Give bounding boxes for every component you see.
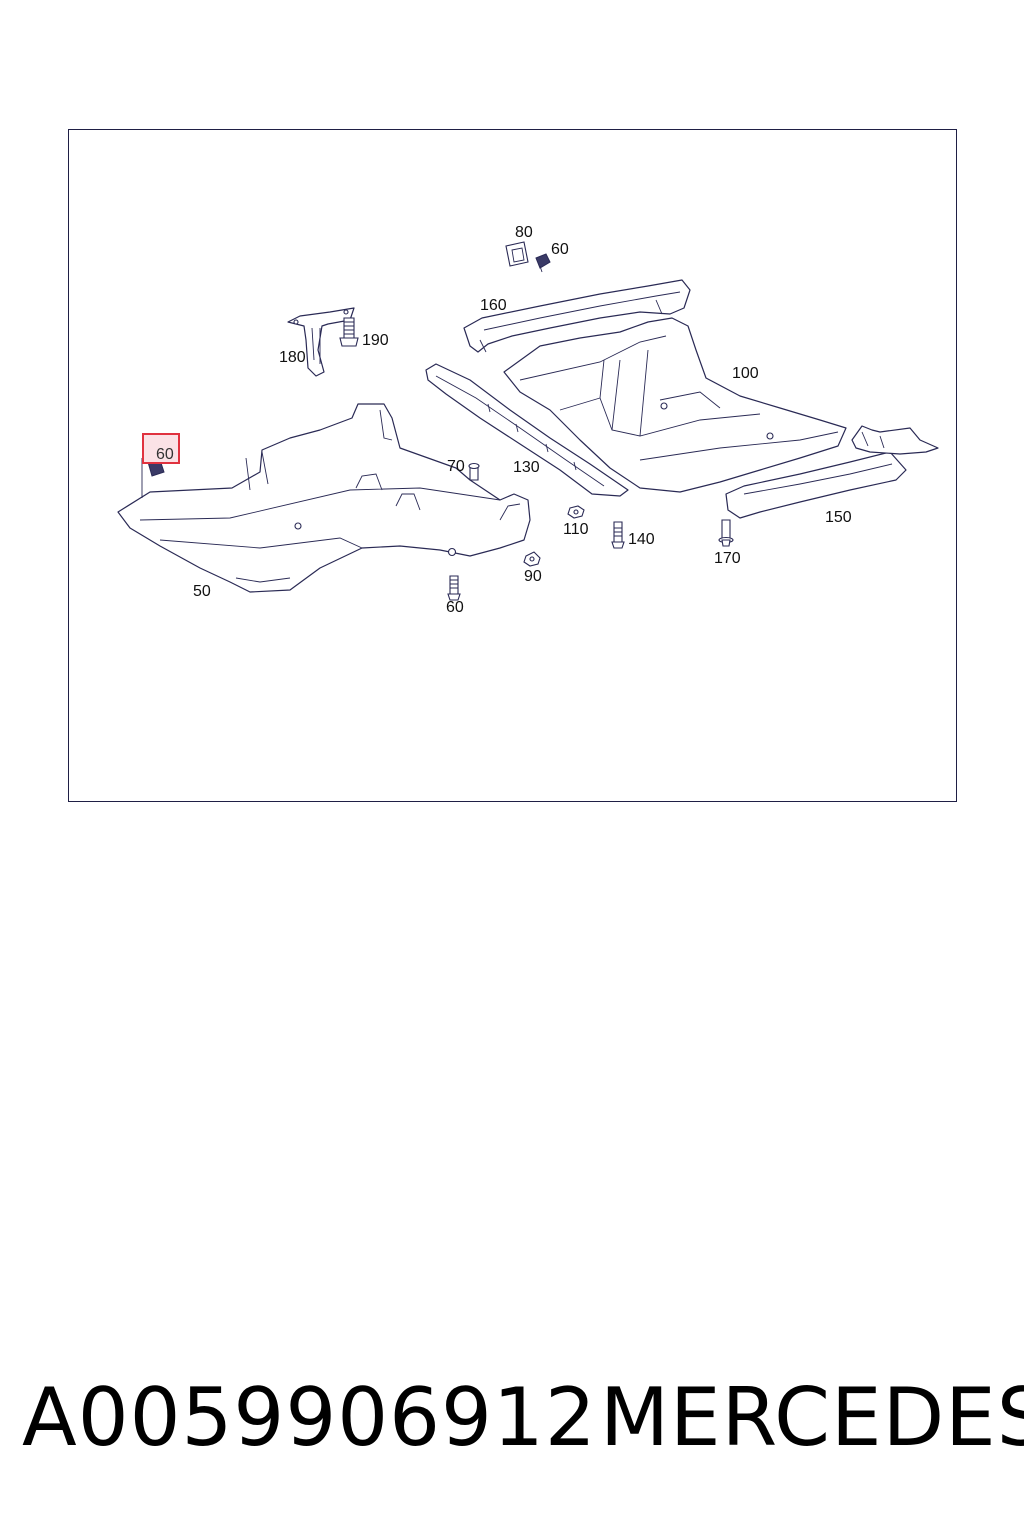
callout-110[interactable]: 110	[563, 521, 589, 538]
callout-160[interactable]: 160	[480, 297, 507, 314]
callout-50[interactable]: 50	[193, 583, 211, 600]
part-60-screw-bottom[interactable]	[447, 575, 461, 601]
callout-130[interactable]: 130	[513, 459, 540, 476]
part-110-nut[interactable]	[567, 505, 585, 519]
callout-180[interactable]: 180	[279, 349, 306, 366]
part-150-cross-member[interactable]	[725, 425, 939, 519]
diagram-frame	[68, 129, 957, 802]
part-160-upper-rail[interactable]	[463, 279, 691, 353]
callout-90[interactable]: 90	[524, 568, 542, 585]
callout-60-top[interactable]: 60	[551, 241, 569, 258]
callout-70[interactable]: 70	[447, 458, 465, 475]
part-number-label: A0059906912	[22, 1371, 597, 1464]
part-170-bolt[interactable]	[718, 519, 734, 547]
part-130-side-rail[interactable]	[425, 363, 629, 497]
parts-diagram: 80 60 160 190 180 100 60 70 130 110 140 …	[117, 224, 939, 616]
callout-60-bottom[interactable]: 60	[446, 599, 464, 616]
callout-100[interactable]: 100	[732, 365, 759, 382]
part-70-stud[interactable]	[468, 462, 480, 481]
part-190-bolt[interactable]	[339, 317, 359, 347]
part-60-screw-top[interactable]	[535, 253, 551, 273]
callout-highlight-box	[142, 433, 180, 464]
callout-80[interactable]: 80	[515, 224, 533, 241]
part-100-rear-panel[interactable]	[503, 317, 847, 493]
callout-60-highlighted[interactable]: 60	[156, 446, 174, 463]
callout-140[interactable]: 140	[628, 531, 655, 548]
part-140-bolt[interactable]	[611, 521, 625, 549]
brand-label: MERCEDES	[600, 1371, 1024, 1464]
part-80-clip[interactable]	[505, 241, 529, 267]
callout-190[interactable]: 190	[362, 332, 389, 349]
part-90-nut[interactable]	[523, 551, 541, 567]
part-180-bracket[interactable]	[287, 307, 355, 377]
part-50-front-cover[interactable]	[117, 403, 531, 593]
callout-150[interactable]: 150	[825, 509, 852, 526]
callout-170[interactable]: 170	[714, 550, 741, 567]
